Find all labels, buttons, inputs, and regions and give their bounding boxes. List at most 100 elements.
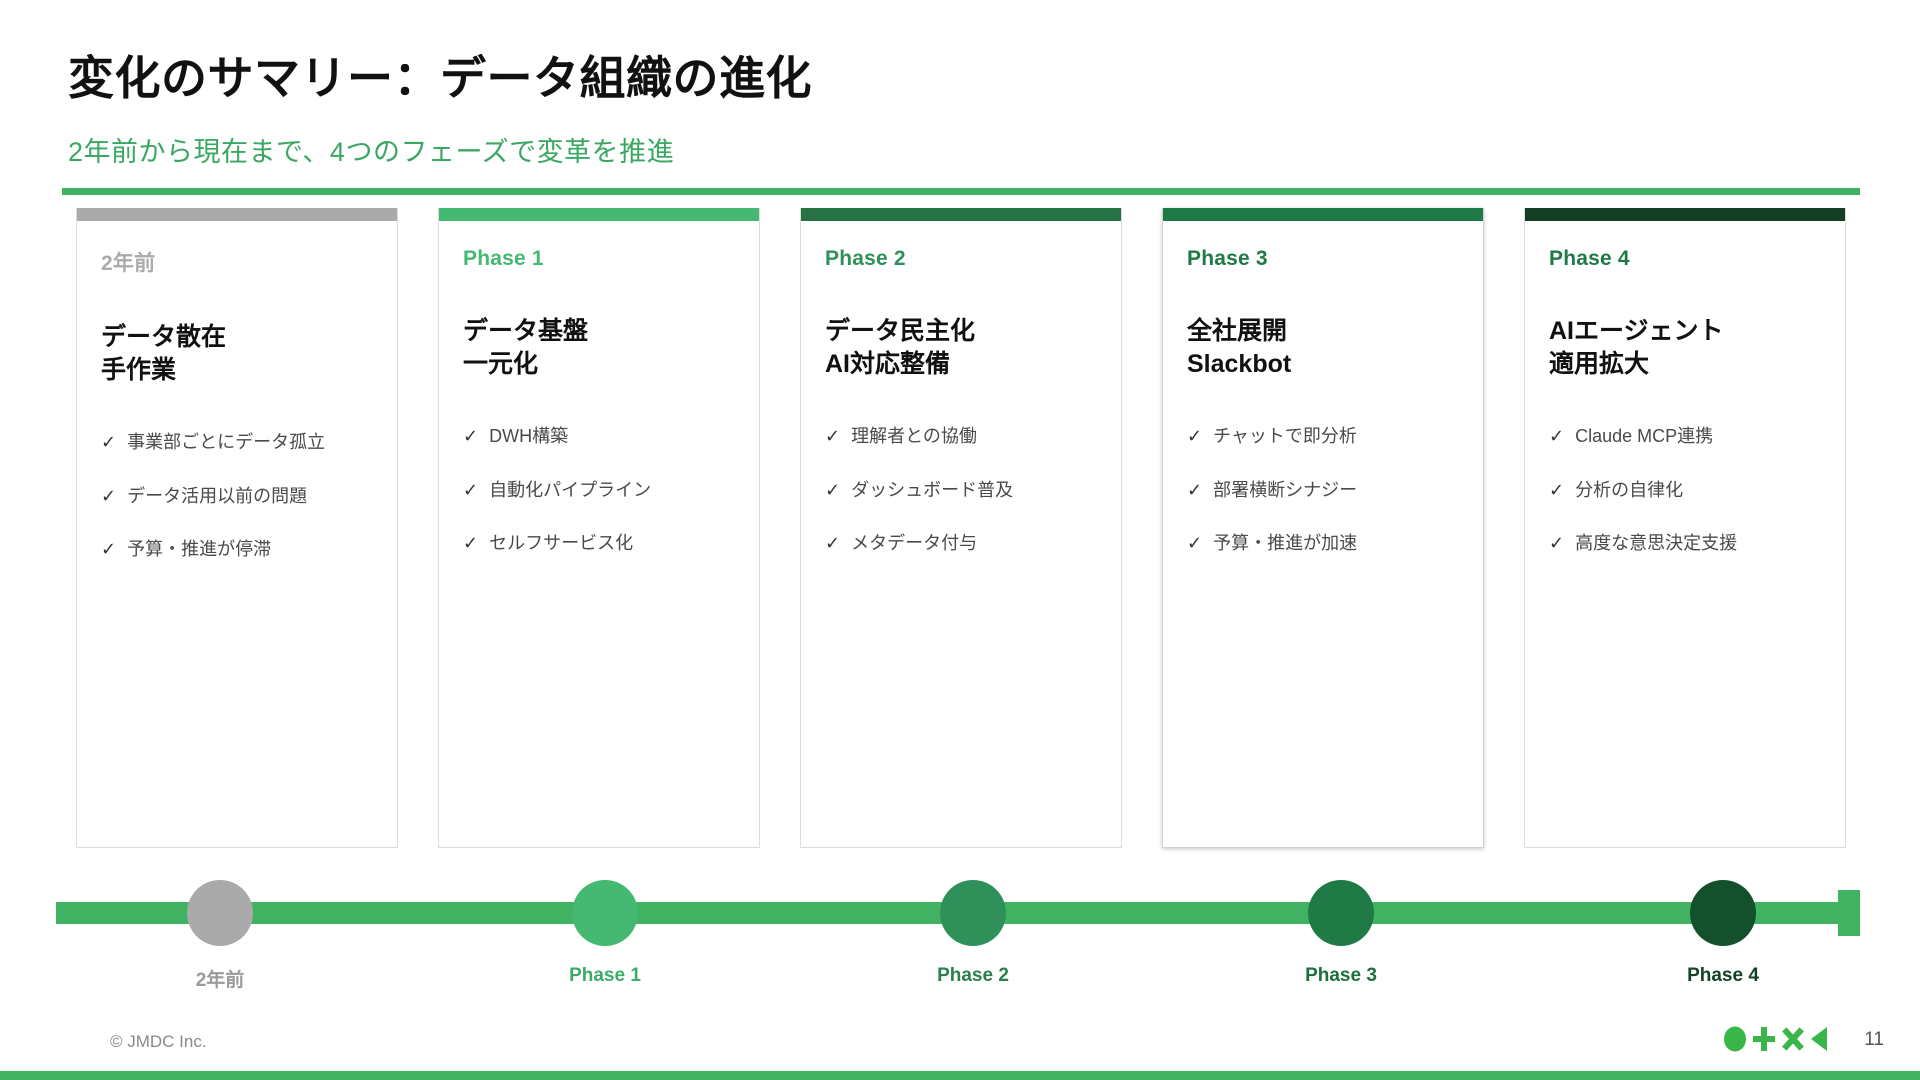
- phase-card-bullet-list: ✓ 事業部ごとにデータ孤立 ✓ データ活用以前の問題 ✓ 予算・推進が停滞: [101, 431, 373, 561]
- phase-card-bullet-text: 理解者との協働: [851, 426, 977, 446]
- phase-card-heading: 全社展開 Slackbot: [1187, 315, 1459, 381]
- phase-card-bullet-text: データ活用以前の問題: [127, 485, 308, 506]
- check-icon: ✓: [1549, 479, 1565, 500]
- bottom-divider: [0, 1071, 1920, 1080]
- check-icon: ✓: [463, 533, 479, 553]
- phase-card-body: 2年前データ散在手作業✓事業部ごとにデータ孤立✓データ活用以前の問題✓予算・推進…: [77, 221, 397, 561]
- phase-card-bullet-text: 部署横断シナジー: [1213, 479, 1358, 500]
- phase-card-topbar: [801, 208, 1121, 221]
- phase-card-label: Phase 2: [825, 247, 906, 270]
- copyright-text: © JMDC Inc.: [110, 1032, 207, 1051]
- phase-card-bullet-text: 予算・推進が加速: [1213, 533, 1358, 553]
- check-icon: ✓: [1187, 479, 1203, 500]
- phase-card-heading-line: データ基盤: [463, 317, 589, 345]
- phase-card-bullet-text: DWH構築: [489, 426, 569, 446]
- phase-card-slot: Phase 3 全社展開 Slackbot ✓ チャットで即分析 ✓ 部署横断シナジー ✓ 予算…: [1142, 208, 1504, 858]
- phase-card-bullet-text: 高度な意思決定支援: [1575, 533, 1738, 553]
- phase-card-bullet: ✓ 予算・推進が加速: [1187, 532, 1459, 555]
- timeline-node[interactable]: [1690, 880, 1756, 946]
- check-icon: ✓: [1549, 533, 1565, 553]
- timeline-endcap: [1838, 890, 1860, 936]
- phase-card-bullet-list: ✓ DWH構築 ✓ 自動化パイプライン ✓ セルフサービス化: [463, 425, 735, 555]
- phase-card-bullet-list: ✓ Claude MCP連携 ✓ 分析の自律化 ✓ 高度な意思決定支援: [1549, 425, 1821, 555]
- phase-card-heading-line: 全社展開: [1187, 317, 1288, 345]
- page-title: 変化のサマリー：データ組織の進化: [68, 52, 812, 104]
- phase-card-heading-line: Slackbot: [1187, 350, 1292, 378]
- timeline-node[interactable]: [572, 880, 638, 946]
- phase-card-topbar: [1163, 208, 1483, 221]
- timeline-node-label: Phase 1: [569, 965, 641, 986]
- check-icon: ✓: [101, 539, 117, 559]
- check-icon: ✓: [101, 485, 117, 506]
- phase-card-bullet-list: ✓ チャットで即分析 ✓ 部署横断シナジー ✓ 予算・推進が加速: [1187, 425, 1459, 555]
- phase-card-bullet-text: Claude MCP連携: [1575, 426, 1714, 446]
- timeline: [56, 880, 1866, 950]
- check-icon: ✓: [463, 426, 479, 446]
- triangle-mark-icon: [1811, 1027, 1827, 1051]
- check-icon: ✓: [101, 432, 117, 452]
- phase-card-bullet-text: 予算・推進が停滞: [127, 539, 272, 559]
- phase-card-bullet: ✓ 自動化パイプライン: [463, 479, 735, 502]
- phase-card-heading-line: 一元化: [463, 350, 539, 378]
- phase-card-label: Phase 3: [1187, 247, 1268, 270]
- phase-card-bullet-text: メタデータ付与: [851, 533, 978, 553]
- phase-card-bullet: ✓ メタデータ付与: [825, 532, 1097, 555]
- phase-card-bullet: ✓ ダッシュボード普及: [825, 479, 1097, 502]
- phase-card-topbar: [1525, 208, 1845, 221]
- phase-card-bullet-text: 事業部ごとにデータ孤立: [127, 432, 326, 452]
- phase-card-heading-line: 手作業: [101, 356, 177, 384]
- x-mark-icon: [1782, 1027, 1804, 1051]
- check-icon: ✓: [1187, 426, 1203, 446]
- check-icon: ✓: [1549, 426, 1565, 446]
- phase-card-label: Phase 1: [463, 247, 544, 270]
- circle-mark-icon: [1724, 1026, 1746, 1052]
- phase-card-heading-line: AIエージェント: [1549, 317, 1724, 345]
- check-icon: ✓: [1187, 533, 1203, 553]
- phase-card-bullet: ✓ Claude MCP連携: [1549, 425, 1821, 448]
- check-icon: ✓: [825, 533, 841, 553]
- phase-card-bullet: ✓ 高度な意思決定支援: [1549, 532, 1821, 555]
- phase-card-bullet-text: ダッシュボード普及: [851, 479, 1014, 500]
- timeline-node[interactable]: [187, 880, 253, 946]
- phase-card-heading: AIエージェント適用拡大: [1549, 315, 1821, 381]
- check-icon: ✓: [825, 479, 841, 500]
- timeline-node-label: 2年前: [195, 970, 245, 991]
- phase-card-bullet-text: チャットで即分析: [1213, 426, 1357, 446]
- plus-mark-icon: [1753, 1027, 1775, 1051]
- phase-card-heading: データ散在手作業: [101, 321, 373, 387]
- check-icon: ✓: [825, 426, 841, 446]
- phase-card[interactable]: Phase 1 データ基盤一元化 ✓ DWH構築 ✓ 自動化パイプライン ✓ セルフサービス化: [438, 208, 760, 848]
- timeline-node[interactable]: [940, 880, 1006, 946]
- phase-card-body: Phase 1 データ基盤一元化 ✓ DWH構築 ✓ 自動化パイプライン ✓ セルフサービス化: [439, 221, 759, 555]
- phase-card-bullet-list: ✓ 理解者との協働 ✓ ダッシュボード普及 ✓ メタデータ付与: [825, 425, 1097, 555]
- phase-card-heading-line: データ散在: [101, 323, 227, 351]
- phase-card-heading: データ基盤一元化: [463, 315, 735, 381]
- timeline-node[interactable]: [1308, 880, 1374, 946]
- phase-card[interactable]: Phase 3 全社展開 Slackbot ✓ チャットで即分析 ✓ 部署横断シナジー ✓ 予算…: [1162, 208, 1484, 848]
- phase-card-bullet: ✓ 予算・推進が停滞: [101, 538, 373, 561]
- timeline-node-label: Phase 4: [1687, 965, 1759, 986]
- phase-card-bullet: ✓ 分析の自律化: [1549, 479, 1821, 502]
- phase-card-bullet-text: 自動化パイプライン: [489, 479, 652, 500]
- logo-marks: [1723, 1024, 1828, 1054]
- phase-card-slot: Phase 1 データ基盤一元化 ✓ DWH構築 ✓ 自動化パイプライン ✓ セルフサービス化: [418, 208, 780, 858]
- phase-card-bullet: ✓ セルフサービス化: [463, 532, 735, 555]
- phase-cards-row: 2年前データ散在手作業✓事業部ごとにデータ孤立✓データ活用以前の問題✓予算・推進…: [56, 208, 1866, 858]
- phase-card-heading-line: 適用拡大: [1549, 350, 1650, 378]
- page-number: 11: [1864, 1029, 1884, 1050]
- phase-card[interactable]: 2年前データ散在手作業✓事業部ごとにデータ孤立✓データ活用以前の問題✓予算・推進…: [76, 208, 398, 848]
- phase-card-bullet: ✓ 部署横断シナジー: [1187, 479, 1459, 502]
- phase-card-label: Phase 4: [1549, 247, 1630, 270]
- phase-card-bullet-text: セルフサービス化: [489, 533, 634, 553]
- phase-card-body: Phase 3 全社展開 Slackbot ✓ チャットで即分析 ✓ 部署横断シナジー ✓ 予算…: [1163, 221, 1483, 555]
- phase-card-bullet-text: 分析の自律化: [1575, 479, 1684, 500]
- check-icon: ✓: [463, 479, 479, 500]
